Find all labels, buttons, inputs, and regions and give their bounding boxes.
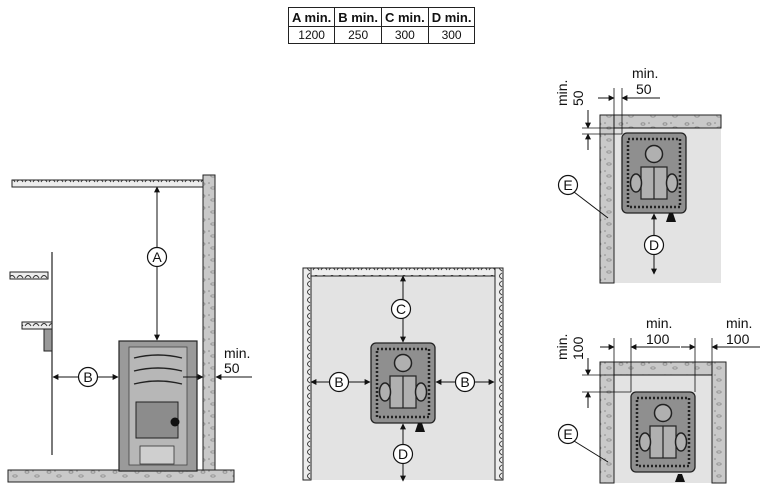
heater-side [118, 340, 198, 472]
marker-b-right-label: B [460, 374, 469, 390]
recess-right-gap-value-label: 100 [726, 331, 750, 347]
recess-top-gap-min-label: min. [554, 334, 570, 360]
plan-wall-right [494, 267, 504, 481]
recess-wall-top [599, 361, 726, 376]
marker-b-left-label: B [334, 374, 343, 390]
corner-top-gap-min-label: min. [554, 80, 570, 106]
marker-d-corner-circle [643, 234, 665, 256]
plan-view: C B B D [302, 267, 504, 482]
clearance-table: A min. B min. C min. D min. 1200 250 300… [287, 7, 476, 44]
bench-support [43, 328, 53, 352]
marker-c-circle [390, 298, 412, 320]
marker-b-right-circle [454, 371, 476, 393]
marker-b-left-circle [328, 371, 350, 393]
bench-upper [9, 271, 49, 280]
heater-corner-foot-icon [666, 213, 676, 222]
clearance-table-value-row: 1200 250 300 300 [287, 26, 476, 44]
marker-d-corner-label: D [649, 237, 659, 253]
plan-wall-left [302, 267, 312, 481]
side-gap-min-label: min. [224, 345, 250, 361]
heater-plan [370, 342, 436, 432]
heater-recess-foot-icon [675, 474, 685, 482]
corner-top-gap-value-label: 50 [570, 90, 586, 106]
control-knob [170, 417, 180, 427]
corner-installation-view: min. 50 min. 50 E D [554, 65, 722, 284]
corner-wall-top [599, 114, 722, 129]
marker-b-side-label: B [83, 369, 92, 385]
side-gap-value-label: 50 [224, 360, 240, 376]
marker-c-label: C [396, 301, 406, 317]
plan-wall-top [302, 267, 504, 277]
corner-side-gap-value-label: 50 [636, 81, 652, 97]
recess-wall-left [599, 361, 615, 484]
side-elevation-view: A B min. 50 [7, 174, 252, 483]
corner-wall-left [599, 114, 615, 284]
corner-e-circle [557, 174, 579, 196]
recess-e-leader [573, 440, 609, 463]
recess-left-gap-value-label: 100 [646, 331, 670, 347]
corner-side-gap-min-label: min. [632, 65, 658, 81]
corner-e-label: E [563, 177, 572, 193]
marker-a-circle [146, 246, 168, 268]
col-c-value: 300 [380, 26, 429, 44]
marker-d-plan-circle [392, 443, 414, 465]
marker-a-label: A [152, 249, 162, 265]
recess-right-gap-min-label: min. [726, 315, 752, 331]
marker-b-side-circle [77, 366, 99, 388]
side-wall-stone [202, 174, 216, 473]
ceiling-panel [11, 179, 205, 188]
recess-e-label: E [563, 426, 572, 442]
col-b-value: 250 [334, 26, 382, 44]
recess-e-circle [557, 423, 579, 445]
floor-stone [7, 469, 235, 483]
recess-installation-view: min. 100 min. 100 min. 100 E [554, 315, 760, 484]
heater-recess [630, 391, 696, 482]
heater-corner [621, 132, 687, 222]
col-a-value: 1200 [287, 26, 336, 44]
recess-left-gap-min-label: min. [646, 315, 672, 331]
clearance-table-header-row: A min. B min. C min. D min. [287, 7, 476, 27]
recess-top-gap-value-label: 100 [570, 336, 586, 360]
corner-e-leader [573, 191, 609, 219]
recess-wall-right [711, 361, 727, 484]
bench-lower [21, 321, 53, 330]
heater-foot-icon [415, 423, 425, 432]
marker-d-plan-label: D [398, 446, 408, 462]
col-d-value: 300 [427, 26, 476, 44]
